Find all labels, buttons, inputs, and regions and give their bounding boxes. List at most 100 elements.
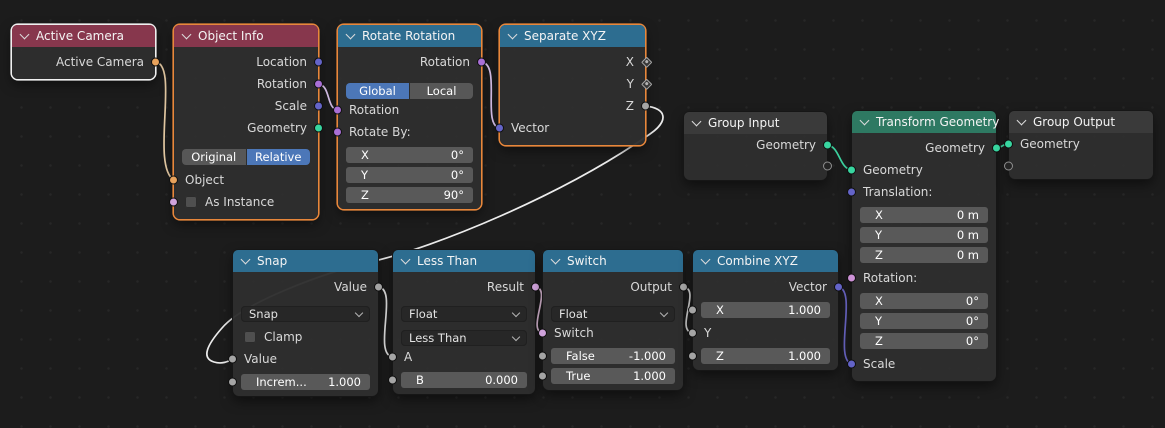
rotate-by-z-field[interactable]: Z 90° xyxy=(346,187,473,203)
node-group-output[interactable]: Group Output Geometry xyxy=(1004,111,1153,179)
local-button[interactable]: Local xyxy=(410,83,473,99)
node-header-transform-geometry[interactable]: Transform Geometry xyxy=(852,111,999,133)
collapse-chevron-icon[interactable] xyxy=(700,254,711,264)
rotate-by-x-field[interactable]: X 0° xyxy=(346,147,473,163)
wire-active-camera-to-object[interactable] xyxy=(154,61,175,181)
socket-rotation-output[interactable] xyxy=(477,57,486,67)
increment-field[interactable]: Increm... 1.000 xyxy=(241,374,370,390)
collapse-chevron-icon[interactable] xyxy=(550,254,561,264)
socket-rotate-by-input[interactable] xyxy=(333,127,342,137)
node-active-camera[interactable]: Active Camera Active Camera xyxy=(12,25,160,79)
socket-vector-input[interactable] xyxy=(495,123,504,133)
operation-dropdown[interactable]: Less Than xyxy=(401,330,527,346)
rotation-z-field[interactable]: Z 0° xyxy=(860,333,988,349)
socket-result-output[interactable] xyxy=(531,282,540,292)
socket-object-input[interactable] xyxy=(169,175,178,185)
socket-b-input[interactable] xyxy=(388,375,397,385)
socket-geometry-output[interactable] xyxy=(992,143,1001,153)
b-field[interactable]: B 0.000 xyxy=(401,372,527,388)
collapse-chevron-icon[interactable] xyxy=(859,115,870,125)
socket-rotation-input[interactable] xyxy=(847,273,856,283)
socket-output[interactable] xyxy=(679,282,688,292)
translation-z-field[interactable]: Z 0 m xyxy=(860,247,988,263)
node-header-active-camera[interactable]: Active Camera xyxy=(12,25,155,47)
data-type-dropdown[interactable]: Float xyxy=(401,306,527,322)
socket-rotation-input[interactable] xyxy=(333,105,342,115)
socket-value-input[interactable] xyxy=(228,354,237,364)
socket-rotation-output[interactable] xyxy=(314,79,323,89)
socket-false-input[interactable] xyxy=(538,351,547,361)
collapse-chevron-icon[interactable] xyxy=(400,254,411,264)
socket-vector-output[interactable] xyxy=(834,282,843,292)
socket-increment-input[interactable] xyxy=(228,377,237,387)
global-button[interactable]: Global xyxy=(346,83,409,99)
node-header-combine-xyz[interactable]: Combine XYZ xyxy=(693,250,838,272)
data-type-dropdown[interactable]: Float xyxy=(551,306,675,322)
output-row: Rotation xyxy=(174,73,323,95)
rotate-by-y-field[interactable]: Y 0° xyxy=(346,167,473,183)
node-transform-geometry[interactable]: Transform Geometry Geometry Geometry Tra… xyxy=(847,111,1001,381)
socket-y-input[interactable] xyxy=(688,328,697,338)
collapse-chevron-icon[interactable] xyxy=(181,29,192,39)
original-button[interactable]: Original xyxy=(182,149,246,165)
wire-result-to-switch[interactable] xyxy=(534,286,544,334)
node-header-separate-xyz[interactable]: Separate XYZ xyxy=(500,25,645,47)
socket-geometry-output[interactable] xyxy=(314,123,323,133)
wire-vector-to-transform-scale[interactable] xyxy=(837,286,853,365)
wire-snap-to-less-than-a[interactable] xyxy=(377,286,394,358)
socket-translation-input[interactable] xyxy=(847,187,856,197)
node-group-input[interactable]: Group Input Geometry xyxy=(684,112,832,180)
relative-button[interactable]: Relative xyxy=(246,149,310,165)
virtual-socket-output[interactable] xyxy=(823,161,832,171)
collapse-chevron-icon[interactable] xyxy=(691,116,702,126)
socket-scale-input[interactable] xyxy=(847,359,856,369)
node-header-snap[interactable]: Snap xyxy=(233,250,378,272)
socket-geometry-output[interactable] xyxy=(823,140,832,150)
node-object-info[interactable]: Object Info Location Rotation Scale Geom… xyxy=(169,25,323,219)
node-combine-xyz[interactable]: Combine XYZ Vector X 1.000 Y Z xyxy=(688,250,843,370)
socket-scale-output[interactable] xyxy=(314,101,323,111)
socket-a-input[interactable] xyxy=(388,352,397,362)
translation-x-field[interactable]: X 0 m xyxy=(860,207,988,223)
node-less-than[interactable]: Less Than Result Float Less Than A xyxy=(388,250,540,394)
x-field[interactable]: X 1.000 xyxy=(701,302,830,318)
false-field[interactable]: False -1.000 xyxy=(551,348,675,364)
socket-switch-input[interactable] xyxy=(538,328,547,338)
socket-true-input[interactable] xyxy=(538,371,547,381)
node-header-switch[interactable]: Switch xyxy=(543,250,683,272)
rotation-x-field[interactable]: X 0° xyxy=(860,293,988,309)
socket-z-input[interactable] xyxy=(688,351,697,361)
socket-x-input[interactable] xyxy=(688,305,697,315)
rotation-y-field[interactable]: Y 0° xyxy=(860,313,988,329)
virtual-socket-input[interactable] xyxy=(1004,161,1013,171)
collapse-chevron-icon[interactable] xyxy=(345,29,356,39)
collapse-chevron-icon[interactable] xyxy=(507,29,518,39)
translation-y-field[interactable]: Y 0 m xyxy=(860,227,988,243)
socket-geometry-input[interactable] xyxy=(1004,139,1013,149)
node-header-rotate-rotation[interactable]: Rotate Rotation xyxy=(338,25,481,47)
node-rotate-rotation[interactable]: Rotate Rotation Rotation Global Local Ro… xyxy=(333,25,486,209)
socket-active-camera-output[interactable] xyxy=(151,57,160,67)
node-separate-xyz[interactable]: Separate XYZ X Y Z Vector xyxy=(495,25,652,145)
socket-geometry-input[interactable] xyxy=(847,165,856,175)
as-instance-checkbox[interactable] xyxy=(185,196,197,208)
node-header-less-than[interactable]: Less Than xyxy=(393,250,535,272)
socket-z-output[interactable] xyxy=(641,101,650,111)
node-header-object-info[interactable]: Object Info xyxy=(174,25,318,47)
node-header-group-input[interactable]: Group Input xyxy=(684,112,827,134)
wire-rotate-rotation-to-separate-xyz[interactable] xyxy=(480,61,501,129)
clamp-checkbox[interactable] xyxy=(244,331,256,343)
true-field[interactable]: True 1.000 xyxy=(551,368,675,384)
node-switch[interactable]: Switch Output Float Switch False -1.000 xyxy=(538,250,688,390)
collapse-chevron-icon[interactable] xyxy=(1016,115,1027,125)
operation-dropdown[interactable]: Snap xyxy=(241,306,370,322)
node-header-group-output[interactable]: Group Output xyxy=(1009,111,1153,133)
socket-as-instance-input[interactable] xyxy=(169,197,178,207)
socket-value-output[interactable] xyxy=(374,282,383,292)
collapse-chevron-icon[interactable] xyxy=(19,29,30,39)
socket-location-output[interactable] xyxy=(314,57,323,67)
z-field[interactable]: Z 1.000 xyxy=(701,348,830,364)
node-snap[interactable]: Snap Value Snap Clamp Value Inc xyxy=(228,250,383,396)
collapse-chevron-icon[interactable] xyxy=(240,254,251,264)
